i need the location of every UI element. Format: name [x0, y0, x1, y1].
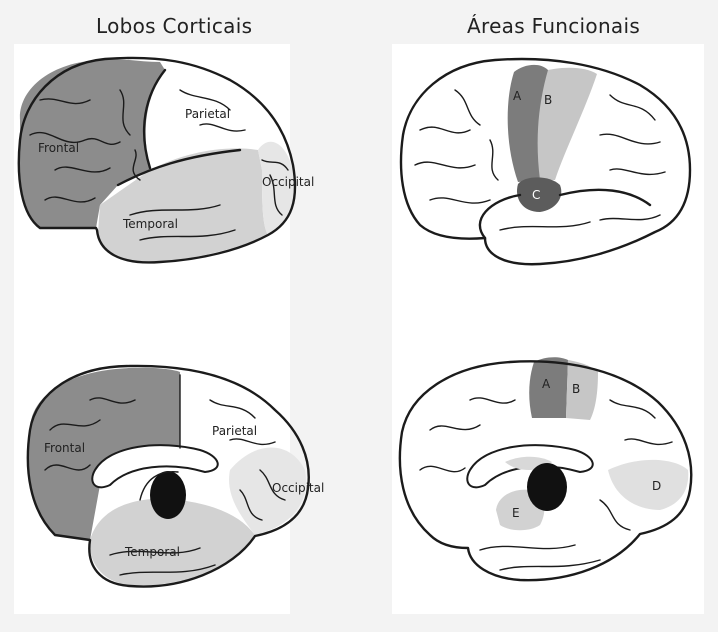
area-a-label: A — [513, 89, 522, 103]
medial-area-b-label: B — [572, 382, 580, 396]
medial-frontal-label: Frontal — [44, 441, 85, 455]
area-c-label: C — [532, 188, 540, 202]
temporal-label: Temporal — [122, 217, 178, 231]
parietal-label: Parietal — [185, 107, 230, 121]
area-d-label: D — [652, 479, 661, 493]
medial-occipital-label: Occipital — [272, 481, 324, 495]
area-e-label: E — [512, 506, 520, 520]
occipital-label: Occipital — [262, 175, 314, 189]
frontal-label: Frontal — [38, 141, 79, 155]
area-b-label: B — [544, 93, 552, 107]
thalamus-dark-region — [150, 471, 186, 519]
medial-parietal-label: Parietal — [212, 424, 257, 438]
medial-area-a-label: A — [542, 377, 551, 391]
medial-thalamus-dark-region — [527, 463, 567, 511]
medial-temporal-label: Temporal — [124, 545, 180, 559]
